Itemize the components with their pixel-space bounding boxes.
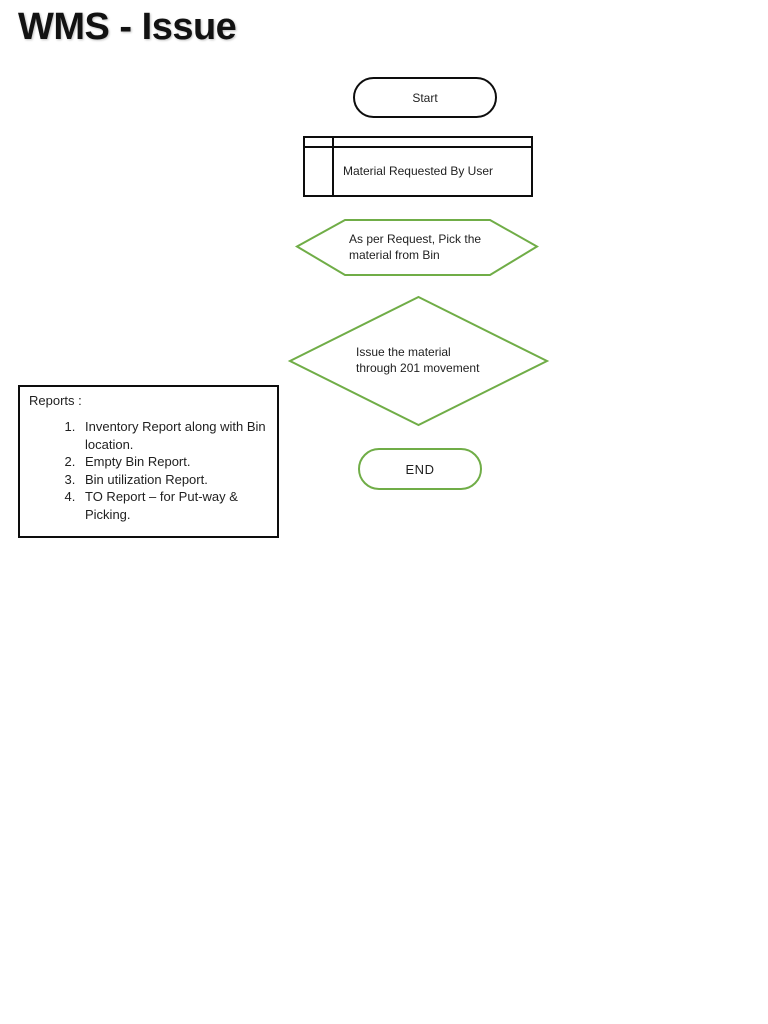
diamond-outline <box>287 295 550 427</box>
hexagon-label-line2: material from Bin <box>349 248 440 262</box>
process-label: Material Requested By User <box>342 163 494 178</box>
report-item: Empty Bin Report. <box>79 453 267 471</box>
reports-list: Inventory Report along with Bin location… <box>20 418 267 523</box>
report-item: TO Report – for Put-way & Picking. <box>79 488 267 523</box>
process-left-divider <box>332 138 334 195</box>
flowchart-end-terminator: END <box>358 448 482 490</box>
diamond-label-line1: Issue the material <box>356 345 451 359</box>
start-label: Start <box>412 90 438 105</box>
hexagon-label-line1: As per Request, Pick the <box>349 232 482 246</box>
process-header-divider <box>305 146 531 148</box>
reports-heading: Reports : <box>29 393 82 408</box>
diamond-label: Issue the material through 201 movement <box>356 344 526 376</box>
end-label: END <box>405 461 435 477</box>
flowchart-hexagon-shape <box>294 219 539 276</box>
flowchart-process-box: Material Requested By User <box>303 136 533 197</box>
flowchart-decision-diamond <box>287 295 550 427</box>
report-item: Bin utilization Report. <box>79 471 267 489</box>
reports-box: Reports : Inventory Report along with Bi… <box>18 385 279 538</box>
diamond-label-line2: through 201 movement <box>356 361 480 375</box>
flowchart-start-terminator: Start <box>353 77 497 118</box>
hexagon-outline <box>294 219 539 276</box>
page-title: WMS - Issue <box>18 6 237 48</box>
report-item: Inventory Report along with Bin location… <box>79 418 267 453</box>
hexagon-label: As per Request, Pick the material from B… <box>349 231 519 263</box>
